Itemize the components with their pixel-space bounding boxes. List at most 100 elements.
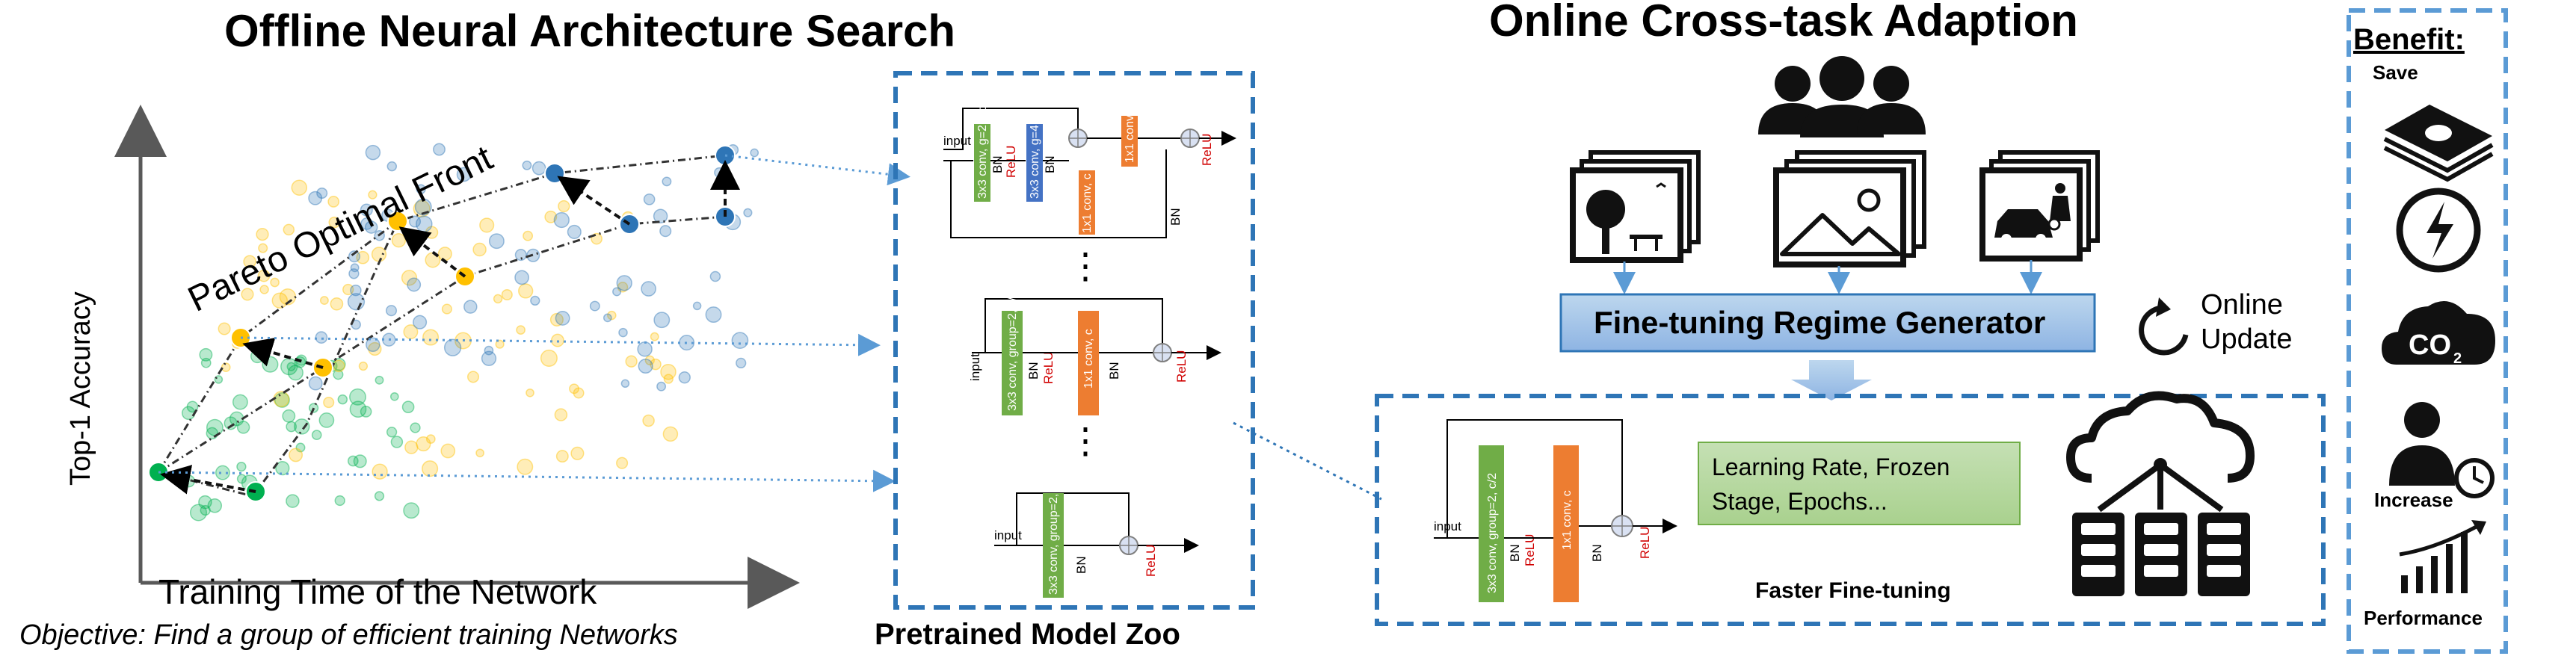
down-arrow xyxy=(1791,360,1872,400)
candidate-point xyxy=(334,495,345,507)
candidate-point xyxy=(308,376,323,391)
candidate-point xyxy=(518,283,534,299)
candidate-point xyxy=(350,284,362,297)
candidate-point xyxy=(262,356,279,373)
candidate-point xyxy=(372,463,388,480)
candidate-point xyxy=(472,242,487,257)
candidate-point xyxy=(189,504,208,522)
candidate-point xyxy=(638,358,653,374)
candidate-point xyxy=(416,436,431,452)
candidate-point xyxy=(643,193,656,205)
candidate-point xyxy=(413,315,428,330)
online-update-line1: Online xyxy=(2201,289,2283,321)
candidate-point xyxy=(616,275,632,291)
candidate-point xyxy=(224,416,238,430)
candidate-point xyxy=(656,381,667,392)
candidate-point xyxy=(573,387,585,399)
candidate-point xyxy=(523,230,534,241)
candidate-point xyxy=(705,306,722,324)
pareto-line xyxy=(157,154,726,473)
candidate-point xyxy=(349,388,366,406)
candidate-point xyxy=(282,409,296,423)
candidate-point xyxy=(286,494,300,508)
tree-image-icon xyxy=(1570,150,1701,263)
candidate-point xyxy=(554,408,568,421)
candidate-point xyxy=(410,422,421,433)
candidate-point xyxy=(404,440,419,454)
candidate-point xyxy=(441,303,452,315)
user-clock-icon xyxy=(2389,402,2495,498)
candidate-point xyxy=(318,412,335,428)
candidate-point xyxy=(257,269,271,282)
candidate-point xyxy=(250,349,265,364)
candidate-point xyxy=(366,337,380,353)
candidate-point xyxy=(347,455,359,467)
online-update-line2: Update xyxy=(2201,324,2293,355)
candidate-point xyxy=(653,208,668,224)
conv-block xyxy=(1078,311,1099,415)
candidate-point xyxy=(349,400,367,418)
conv-block xyxy=(1479,445,1504,602)
candidate-point xyxy=(456,167,472,182)
candidate-point xyxy=(603,313,612,323)
candidate-point xyxy=(200,504,211,516)
candidate-point xyxy=(558,199,570,213)
candidate-point xyxy=(347,293,366,311)
candidate-point xyxy=(236,421,250,434)
candidate-point xyxy=(653,312,671,329)
candidate-point xyxy=(660,363,677,380)
candidate-point xyxy=(488,233,505,250)
candidate-point xyxy=(360,406,372,418)
candidate-point xyxy=(531,161,546,176)
online-title: Online Cross-task Adaption xyxy=(1489,0,2078,46)
candidate-point xyxy=(348,250,361,263)
conv-block xyxy=(1079,170,1095,235)
svg-text:1x1 conv, c: 1x1 conv, c xyxy=(1561,490,1574,550)
benefit-performance-label: Performance xyxy=(2364,607,2483,629)
svg-text:ReLU: ReLU xyxy=(1638,527,1652,559)
candidate-point xyxy=(390,436,404,448)
candidate-point xyxy=(364,220,378,234)
search-trajectory-arrow xyxy=(398,226,466,278)
candidate-point xyxy=(481,350,497,366)
svg-text:CO: CO xyxy=(2409,330,2451,361)
candidate-point xyxy=(530,295,540,306)
candidate-point xyxy=(199,347,213,362)
candidate-point xyxy=(555,310,570,326)
candidate-point xyxy=(342,283,354,296)
candidate-point xyxy=(374,491,385,501)
model-link xyxy=(240,333,881,356)
candidate-point xyxy=(401,270,418,286)
candidate-point xyxy=(416,184,426,194)
candidate-point xyxy=(422,329,440,346)
co2-cloud-icon: CO 2 xyxy=(2382,300,2495,367)
candidate-point xyxy=(736,357,747,369)
svg-text:2: 2 xyxy=(2453,350,2462,367)
candidate-point xyxy=(315,331,328,344)
candidate-point xyxy=(350,263,360,273)
candidate-point xyxy=(198,495,212,510)
candidate-point xyxy=(463,300,478,314)
candidate-point xyxy=(181,406,196,421)
candidate-point xyxy=(516,325,526,335)
candidate-point xyxy=(501,288,513,301)
candidate-point xyxy=(493,294,503,304)
candidate-point xyxy=(514,270,529,285)
x-axis-label: Training Time of the Network xyxy=(158,572,597,611)
candidate-point xyxy=(544,210,558,223)
lightning-icon xyxy=(2396,188,2481,273)
model-link xyxy=(158,469,896,492)
svg-text:BN: BN xyxy=(1026,362,1041,380)
zoo-block-1: input 3x3 conv, g=2, 2c BN ReLU 3x3 conv… xyxy=(943,103,1236,238)
ellipsis: ⋮ xyxy=(1067,247,1103,286)
svg-text:ReLU: ReLU xyxy=(1523,534,1537,566)
candidate-point xyxy=(620,379,630,389)
candidate-point xyxy=(221,362,231,372)
pareto-node xyxy=(544,163,565,184)
svg-text:BN: BN xyxy=(1168,208,1183,226)
candidate-point xyxy=(289,448,303,462)
candidate-point xyxy=(743,208,753,217)
candidate-point xyxy=(311,430,322,440)
candidate-point xyxy=(386,161,398,172)
